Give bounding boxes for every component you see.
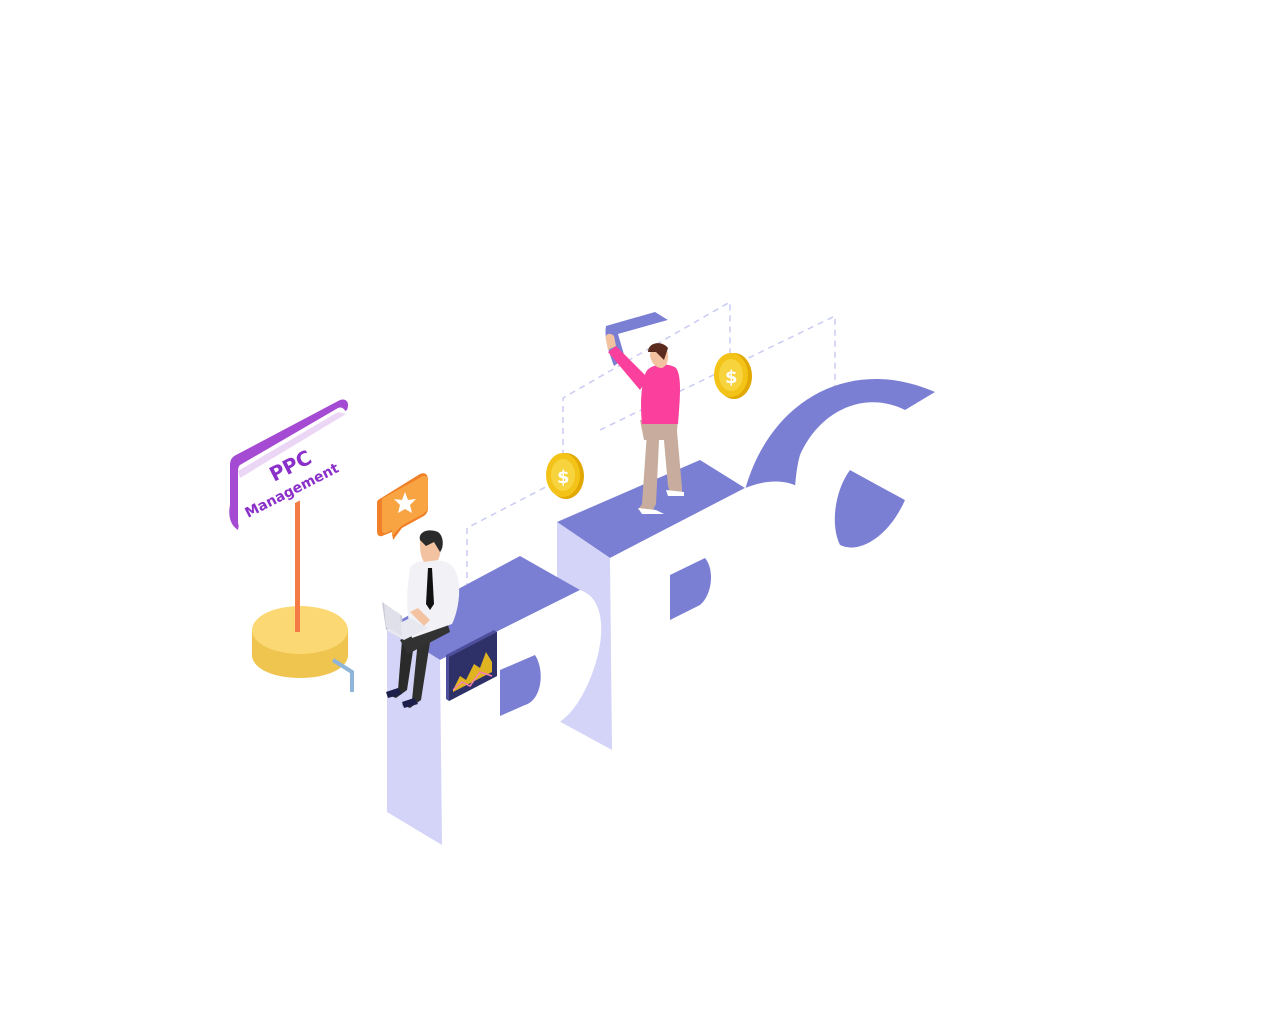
star-chat-bubble	[377, 473, 428, 540]
ppc-sign: PPC Management	[229, 399, 354, 692]
dollar-coin-icon: $	[725, 367, 738, 388]
cable	[331, 658, 354, 692]
woman-standing	[605, 333, 684, 514]
dashed-guides	[466, 300, 836, 600]
chart-panel	[446, 630, 497, 701]
dollar-coin-icon: $	[557, 467, 570, 488]
coin-left: $	[546, 453, 584, 499]
star-icon	[394, 492, 416, 513]
sign-pole	[295, 500, 300, 632]
man-with-laptop	[382, 530, 460, 708]
coin-right: $	[714, 353, 752, 399]
